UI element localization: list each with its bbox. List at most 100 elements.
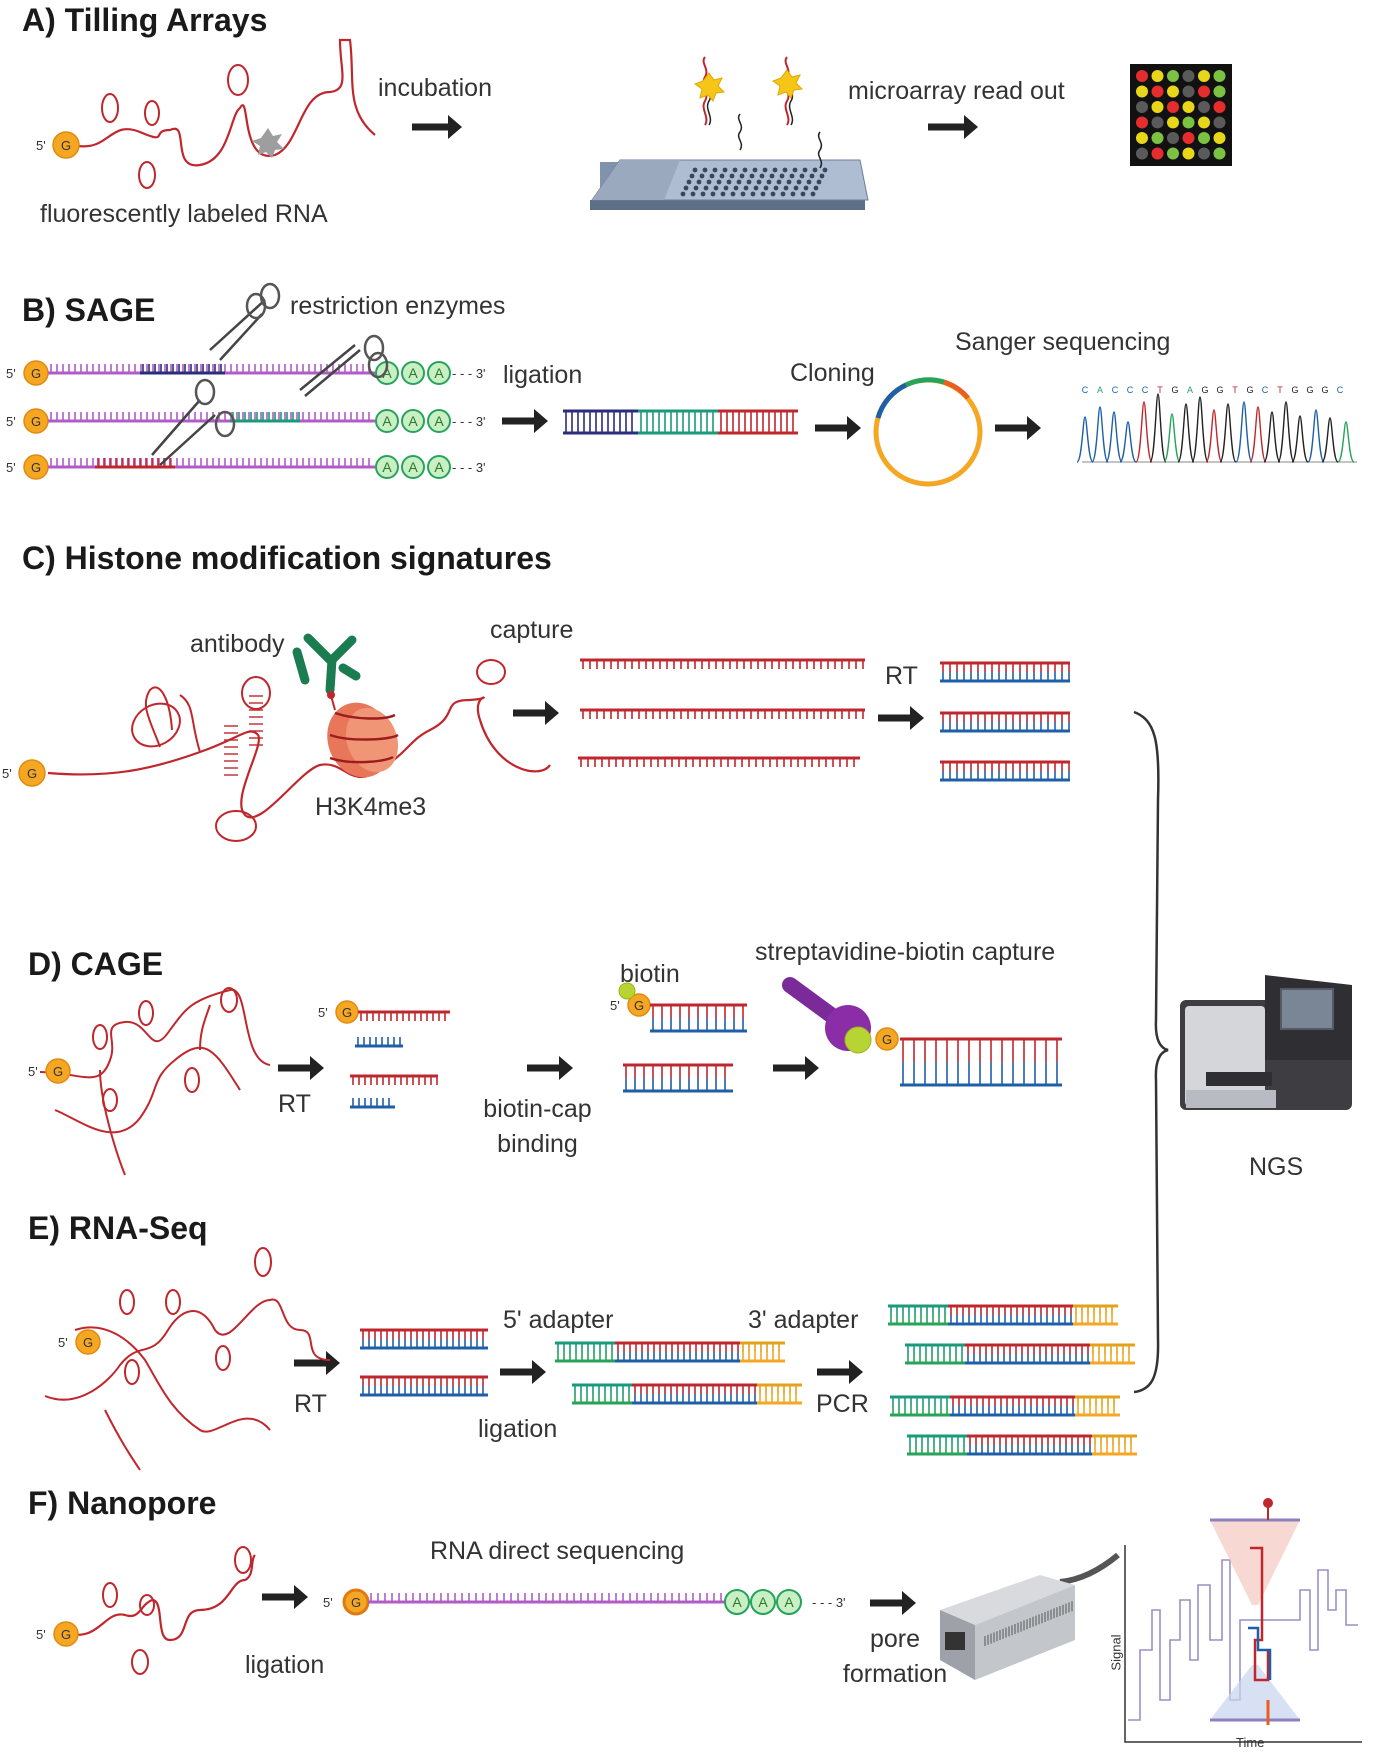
fluorophore-star-icon <box>252 128 284 158</box>
array-spot <box>739 173 745 179</box>
poly-a-bead <box>724 1589 750 1615</box>
base-call: A <box>1187 385 1193 395</box>
cage-cdna-2 <box>350 1098 395 1109</box>
array-spot <box>733 185 739 191</box>
array-spot <box>763 185 769 191</box>
array-spot <box>770 191 776 197</box>
label-rt-e: RT <box>294 1390 327 1418</box>
poly-a-bead <box>427 409 451 433</box>
label-pcr: PCR <box>816 1390 869 1418</box>
array-spot <box>729 173 735 179</box>
section-e-graphics: G 5' <box>44 1247 1137 1471</box>
cage-rna-1 <box>358 1010 450 1021</box>
heatmap-cell <box>1167 116 1179 129</box>
heatmap-cell <box>1151 85 1164 98</box>
base-call: G <box>1216 385 1223 395</box>
heatmap-cell <box>1151 101 1164 113</box>
chromatogram-peak <box>1091 406 1109 463</box>
heatmap-cell <box>1151 116 1164 129</box>
base-call: T <box>1157 385 1163 395</box>
svg-text:A: A <box>732 1594 742 1610</box>
rna-strand-d <box>39 988 271 1176</box>
pcr-amplicon <box>890 1395 1120 1417</box>
array-spot <box>810 191 816 197</box>
label-ligation-f: ligation <box>245 1651 325 1679</box>
tag-segment <box>140 364 225 375</box>
step-arrow-head <box>964 115 978 139</box>
array-spot <box>730 191 736 197</box>
heatmap-cell <box>1182 147 1195 160</box>
svg-text:A: A <box>408 413 418 429</box>
poly-a-bead <box>427 361 451 385</box>
sequencer-icon <box>1180 975 1352 1110</box>
heatmap-cell <box>1213 147 1226 160</box>
chromatogram-peak <box>1149 393 1167 463</box>
array-spot <box>806 179 812 185</box>
chromatogram-peak <box>1105 411 1123 463</box>
step-arrow-head <box>847 416 861 440</box>
captured-duplex <box>900 1037 1062 1087</box>
step-arrow-head <box>849 1360 863 1384</box>
label-rt-c: RT <box>885 662 918 690</box>
array-spot <box>792 167 798 173</box>
streptavidin-icon <box>618 977 872 1054</box>
array-spot <box>793 185 799 191</box>
svg-text:A: A <box>434 459 444 475</box>
array-spot <box>756 179 762 185</box>
concatemer-duplex <box>563 409 798 435</box>
step-arrow-head <box>532 1360 546 1384</box>
heatmap-cell <box>1167 101 1179 113</box>
chromatogram-peak <box>1321 417 1339 463</box>
step-arrow-head <box>448 115 462 139</box>
array-spot <box>699 173 705 179</box>
step-arrows <box>262 115 1041 1615</box>
array-spot <box>789 173 795 179</box>
array-spot <box>680 191 686 197</box>
section-c-title: C) Histone modification signatures <box>22 540 552 576</box>
chromatogram-peak <box>1135 401 1153 463</box>
chromatogram-peak <box>1076 416 1094 463</box>
nucleosome-icon <box>327 702 399 778</box>
heatmap-cell <box>1213 85 1226 98</box>
heatmap-cell <box>1182 116 1195 129</box>
heatmap-cell <box>1136 101 1148 113</box>
array-spot <box>816 179 822 185</box>
heatmap-cell <box>1198 70 1210 82</box>
direct-rna-backbone <box>368 1593 725 1604</box>
poly-a-bead <box>401 455 425 479</box>
array-spot <box>702 167 708 173</box>
step-arrow-head <box>559 1056 573 1080</box>
rna-strand-e <box>44 1298 331 1471</box>
base-call: C <box>1337 385 1344 395</box>
label-microarray-read-out: microarray read out <box>848 77 1065 105</box>
label-5-adapter: 5' adapter <box>503 1306 614 1334</box>
chromatogram-peak <box>1337 421 1355 463</box>
base-call: A <box>1097 385 1103 395</box>
rna-strand-c <box>47 696 551 819</box>
array-spot <box>782 167 788 173</box>
chromatogram-peak <box>1119 421 1137 463</box>
heatmap-cell <box>1167 70 1179 82</box>
array-spot <box>686 179 692 185</box>
section-e-title: E) RNA-Seq <box>28 1210 208 1246</box>
chromatogram-peak <box>1235 401 1253 463</box>
cap-g-icon <box>45 1058 71 1084</box>
rna-strand-a <box>77 38 376 167</box>
svg-text:- - - 3': - - - 3' <box>452 460 486 475</box>
array-spot <box>709 173 715 179</box>
heatmap-cell <box>1198 147 1210 160</box>
heatmap-cell <box>1167 132 1179 144</box>
array-spot <box>719 173 725 179</box>
svg-text:G: G <box>882 1032 892 1047</box>
pcr-amplicon <box>907 1434 1137 1456</box>
array-spot <box>783 185 789 191</box>
array-spot <box>722 167 728 173</box>
chromatogram-peak <box>1277 401 1295 463</box>
heatmap-cell <box>1151 147 1164 160</box>
